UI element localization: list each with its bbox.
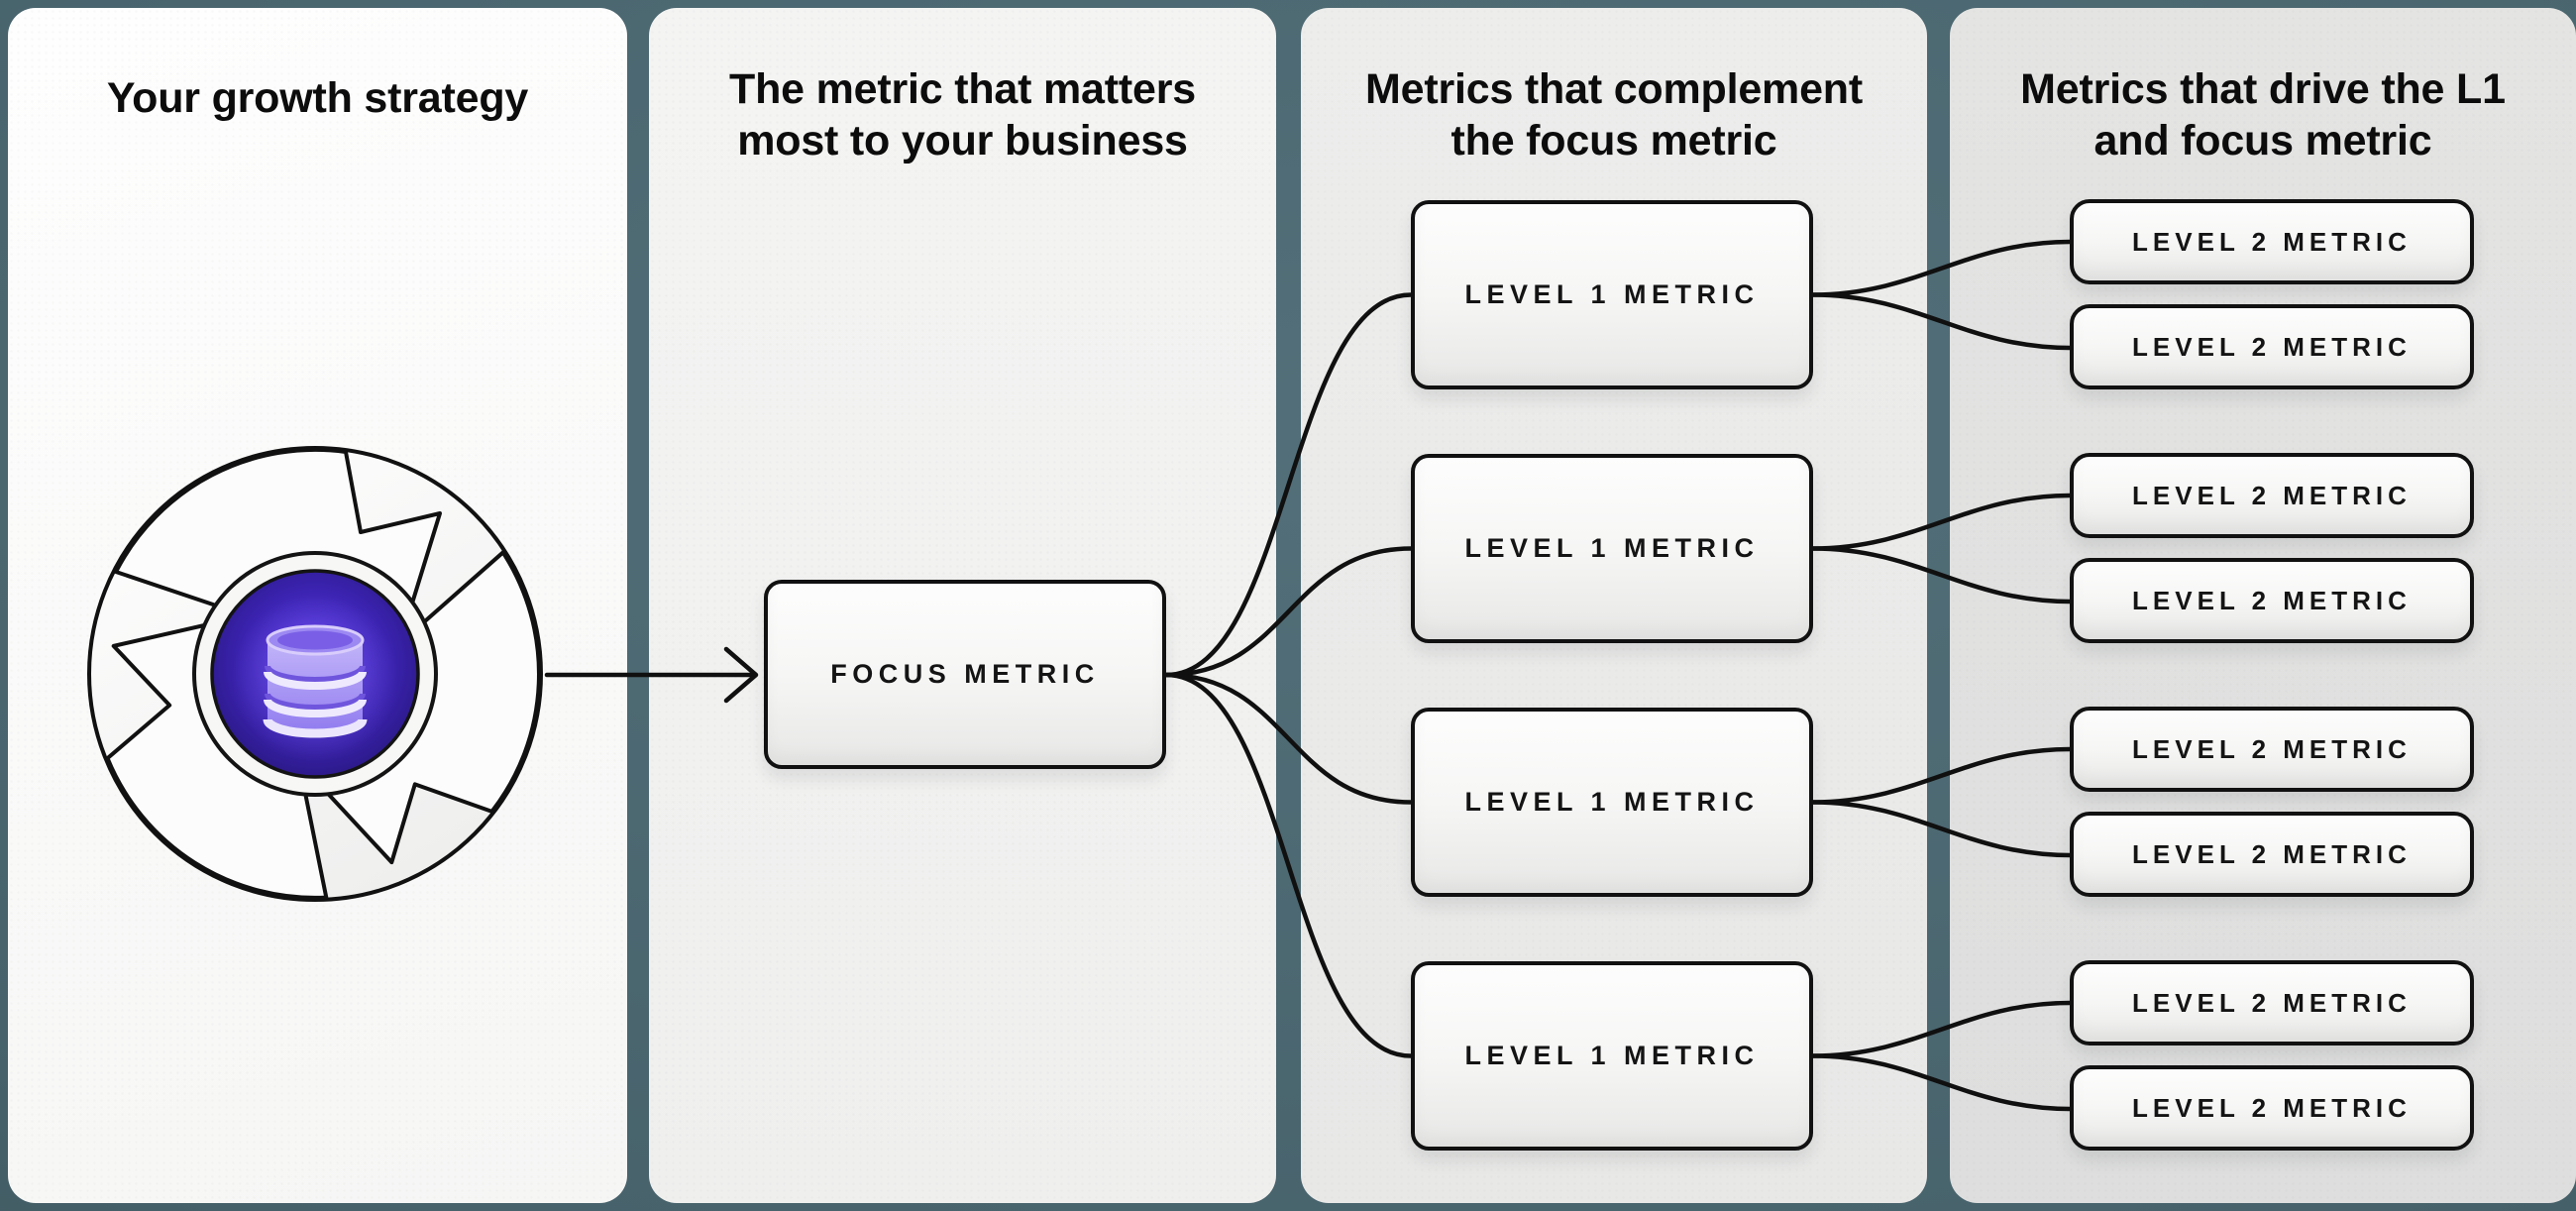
level1-metric-label: LEVEL 1 METRIC — [1464, 1041, 1760, 1070]
focus-metric-node: FOCUS METRIC — [764, 580, 1166, 769]
level2-metric-label: LEVEL 2 METRIC — [2132, 838, 2412, 869]
level2-metric-node: LEVEL 2 METRIC — [2070, 707, 2474, 792]
level1-metric-label: LEVEL 1 METRIC — [1464, 533, 1760, 563]
level1-metric-node: LEVEL 1 METRIC — [1411, 200, 1813, 389]
level2-metric-node: LEVEL 2 METRIC — [2070, 558, 2474, 643]
level2-metric-label: LEVEL 2 METRIC — [2132, 733, 2412, 764]
database-icon — [232, 595, 398, 761]
level2-metric-label: LEVEL 2 METRIC — [2132, 226, 2412, 257]
level1-metric-label: LEVEL 1 METRIC — [1464, 787, 1760, 817]
focus-metric-label: FOCUS METRIC — [830, 659, 1100, 689]
level1-metric-node: LEVEL 1 METRIC — [1411, 961, 1813, 1151]
panel-title-level1-metrics: Metrics that complement the focus metric — [1365, 65, 1863, 165]
level2-metric-node: LEVEL 2 METRIC — [2070, 1065, 2474, 1151]
panel-title-growth-strategy: Your growth strategy — [106, 74, 529, 122]
level2-metric-label: LEVEL 2 METRIC — [2132, 585, 2412, 615]
level2-metric-label: LEVEL 2 METRIC — [2132, 480, 2412, 510]
panel-title-level2-metrics: Metrics that drive the L1 and focus metr… — [2020, 65, 2506, 165]
level1-metric-label: LEVEL 1 METRIC — [1464, 279, 1760, 309]
level2-metric-node: LEVEL 2 METRIC — [2070, 453, 2474, 538]
level1-metric-node: LEVEL 1 METRIC — [1411, 708, 1813, 897]
level2-metric-label: LEVEL 2 METRIC — [2132, 331, 2412, 362]
level2-metric-label: LEVEL 2 METRIC — [2132, 1092, 2412, 1123]
level2-metric-node: LEVEL 2 METRIC — [2070, 199, 2474, 284]
level2-metric-node: LEVEL 2 METRIC — [2070, 960, 2474, 1046]
panel-title-focus-metric: The metric that matters most to your bus… — [729, 65, 1196, 165]
flywheel-icon — [87, 446, 543, 902]
level2-metric-label: LEVEL 2 METRIC — [2132, 987, 2412, 1018]
level1-metric-node: LEVEL 1 METRIC — [1411, 454, 1813, 643]
level2-metric-node: LEVEL 2 METRIC — [2070, 304, 2474, 389]
level2-metric-node: LEVEL 2 METRIC — [2070, 812, 2474, 897]
